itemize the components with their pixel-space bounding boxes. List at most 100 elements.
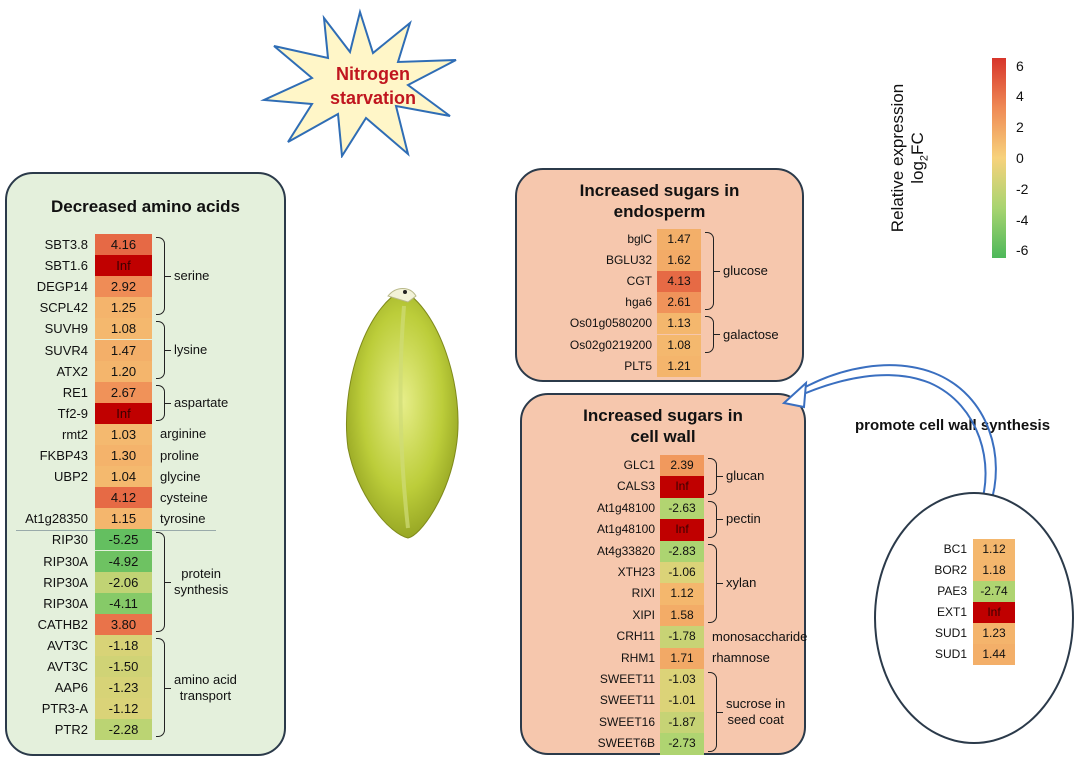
group-label: xylan — [726, 575, 757, 591]
gene-name: SUVR4 — [44, 342, 88, 358]
expression-cell: Inf — [973, 602, 1015, 623]
expression-cell: 1.23 — [973, 623, 1015, 644]
expression-cell: 1.62 — [657, 250, 701, 272]
expression-cell: 1.18 — [973, 560, 1015, 581]
gene-name: PLT5 — [624, 358, 652, 373]
gene-name: RIP30A — [43, 574, 88, 590]
group-label: sucrose in seed coat — [726, 695, 786, 727]
colorbar-gradient — [992, 58, 1006, 258]
starburst-line2: starvation — [329, 88, 417, 108]
expression-cell: -2.63 — [660, 497, 704, 520]
expression-cell: 1.71 — [660, 647, 704, 669]
colorbar-title-line1: Relative expression — [888, 83, 907, 233]
expression-cell: 1.13 — [657, 313, 701, 335]
gene-name: bglC — [627, 232, 652, 246]
gene-name: Tf2-9 — [57, 405, 88, 421]
gene-name: FKBP43 — [39, 448, 88, 463]
gene-name: SWEET6B — [597, 736, 655, 751]
expression-cell: -2.83 — [660, 540, 704, 562]
group-label: protein synthesis — [174, 566, 229, 598]
colorbar-tick-label: 2 — [1016, 119, 1024, 136]
colorbar-tick-label: -6 — [1016, 242, 1029, 259]
gene-name: PTR3-A — [41, 701, 88, 717]
expression-cell: 1.04 — [95, 466, 152, 488]
gene-name: DEGP14 — [36, 279, 88, 295]
gene-name: RHM1 — [620, 650, 655, 665]
promote-label: promote cell wall synthesis — [855, 417, 1051, 434]
starburst-shape — [260, 8, 457, 158]
starburst-label: Nitrogen starvation — [318, 62, 428, 110]
expression-cell: -2.28 — [95, 719, 152, 741]
gene-name: CGT — [626, 274, 652, 289]
expression-cell: 1.08 — [657, 334, 701, 356]
expression-cell: Inf — [660, 476, 704, 498]
expression-cell: 4.13 — [657, 271, 701, 293]
group-label: cysteine — [160, 489, 208, 505]
group-label: glucan — [726, 468, 765, 484]
gene-name: CATHB2 — [37, 616, 88, 632]
expression-cell: -1.87 — [660, 711, 704, 734]
gene-name: PTR2 — [54, 722, 88, 738]
seed-awn-dot — [403, 290, 407, 294]
cellwall-panel-title: Increased sugars in cell wall — [583, 406, 743, 446]
expression-cell: 1.15 — [95, 508, 152, 530]
expression-cell: -1.12 — [95, 698, 152, 720]
group-label: rhamnose — [712, 650, 770, 666]
gene-name: SWEET11 — [599, 693, 655, 708]
group-label: amino acid transport — [174, 671, 237, 703]
expression-cell: 1.20 — [95, 360, 152, 382]
gene-name: RE1 — [62, 384, 88, 400]
gene-name: AVT3C — [47, 637, 88, 653]
starburst-line1: Nitrogen — [336, 64, 410, 84]
expression-cell: -4.92 — [95, 550, 152, 572]
group-label: lysine — [174, 342, 208, 358]
expression-cell: 1.47 — [657, 229, 701, 251]
expression-cell: -1.06 — [660, 562, 704, 584]
group-label: monosaccharide — [712, 628, 808, 644]
gene-name: EXT1 — [936, 605, 967, 619]
expression-cell: Inf — [95, 255, 152, 277]
expression-cell: 2.61 — [657, 292, 701, 314]
expression-cell: 1.58 — [660, 604, 704, 627]
gene-name: SWEET11 — [599, 672, 655, 686]
group-bracket — [708, 672, 723, 752]
expression-cell: 1.08 — [95, 318, 152, 340]
group-bracket — [708, 543, 723, 624]
amino-acids-panel-title: Decreased amino acids — [51, 197, 240, 216]
gene-name: At4g33820 — [596, 543, 655, 558]
gene-name: SBT3.8 — [44, 237, 88, 252]
gene-name: CALS3 — [616, 479, 655, 494]
seed-tip — [387, 288, 417, 303]
expression-cell: Inf — [660, 519, 704, 541]
group-bracket — [705, 232, 720, 311]
group-bracket — [156, 237, 171, 316]
expression-cell: Inf — [95, 402, 152, 424]
gene-name: UBP2 — [54, 469, 88, 485]
gene-name: BGLU32 — [605, 253, 652, 268]
group-label: aspartate — [174, 394, 229, 410]
gene-name: SUD1 — [934, 626, 967, 640]
expression-cell: 1.44 — [973, 644, 1015, 665]
expression-cell: 3.80 — [95, 613, 152, 635]
gene-name: ATX2 — [56, 363, 88, 379]
expression-cell: -2.74 — [973, 581, 1015, 602]
colorbar-tick-label: -2 — [1016, 180, 1029, 197]
expression-cell: 1.25 — [95, 297, 152, 319]
gene-name: RIP30A — [43, 553, 88, 569]
gene-name: XTH23 — [617, 565, 655, 579]
expression-cell: 2.39 — [660, 455, 704, 477]
expression-cell: 1.30 — [95, 445, 152, 467]
expression-cell: 1.12 — [660, 583, 704, 605]
gene-name: At1g48100 — [596, 500, 655, 515]
gene-name: BC1 — [943, 542, 967, 556]
colorbar-tick-label: 0 — [1016, 150, 1024, 166]
nitrogen-starvation-starburst — [260, 8, 457, 158]
expression-cell: -1.78 — [660, 626, 704, 648]
group-bracket — [156, 637, 171, 738]
colorbar-title: Relative expression log2FC — [888, 68, 958, 248]
expression-cell: -4.11 — [95, 592, 152, 614]
group-label: pectin — [726, 511, 761, 527]
gene-name: RIP30 — [51, 532, 88, 548]
expression-cell: -2.06 — [95, 571, 152, 593]
expression-cell: 2.92 — [95, 276, 152, 298]
